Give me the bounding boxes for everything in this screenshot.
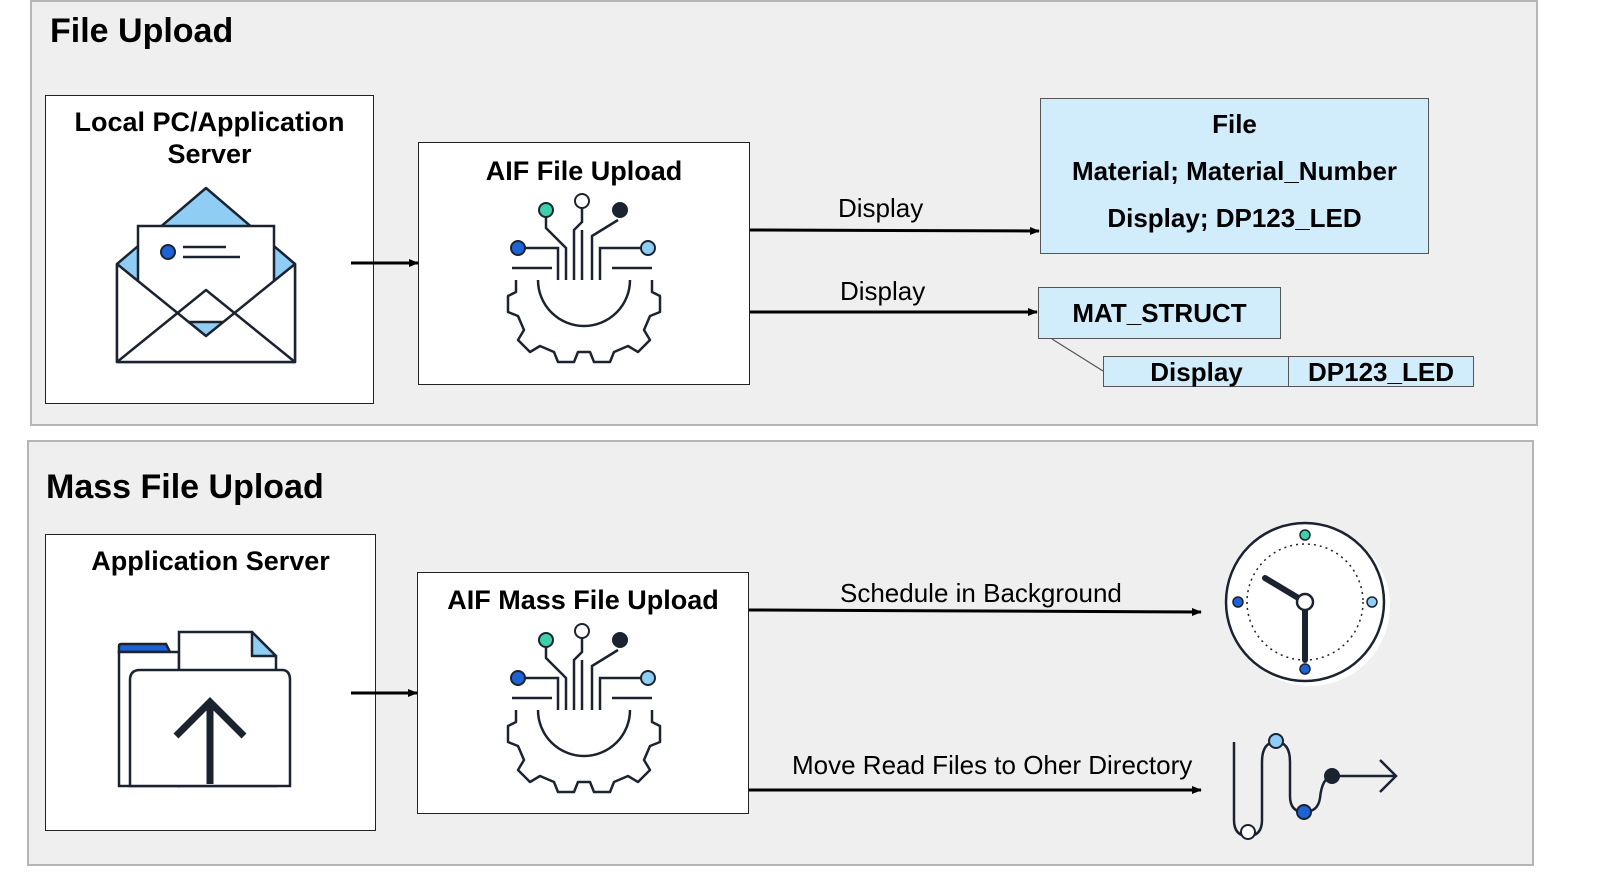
gear-circuit-icon	[506, 622, 662, 794]
arrow-aif-to-file	[749, 226, 1040, 235]
file-box-title: File	[1212, 109, 1257, 139]
envelope-icon	[115, 186, 297, 364]
aif-mass-file-upload-title: AIF Mass File Upload	[447, 585, 719, 615]
flow-label-display-2: Display	[840, 276, 926, 306]
flow-label-schedule: Schedule in Background	[840, 578, 1122, 608]
application-server-title: Application Server	[91, 546, 330, 576]
struct-field-name-cell: Display	[1103, 356, 1290, 387]
aif-file-upload-title: AIF File Upload	[485, 156, 683, 186]
local-pc-server-title-line2: Server	[167, 139, 252, 169]
struct-field-value-cell: DP123_LED	[1288, 356, 1474, 387]
local-pc-server-title: Local PC/Application Server	[46, 106, 373, 170]
clock-icon	[1224, 521, 1390, 686]
file-box-line2: Display; DP123_LED	[1107, 203, 1362, 233]
file-box-line1: Material; Material_Number	[1071, 156, 1398, 186]
flow-label-move-files: Move Read Files to Oher Directory	[792, 750, 1193, 780]
arrow-aif-to-schedule	[748, 607, 1202, 616]
mat-struct-title: MAT_STRUCT	[1072, 298, 1247, 328]
struct-field-value: DP123_LED	[1308, 357, 1454, 387]
mass-upload-title: Mass File Upload	[46, 468, 324, 506]
local-pc-server-title-line1: Local PC/Application	[74, 107, 345, 137]
gear-circuit-icon	[506, 192, 662, 364]
struct-connector-line	[1051, 338, 1104, 372]
path-arrow-icon	[1232, 733, 1398, 840]
flow-label-display-1: Display	[838, 193, 924, 223]
struct-field-name: Display	[1150, 357, 1243, 387]
file-box: File Material; Material_Number Display; …	[1040, 98, 1429, 254]
file-upload-title: File Upload	[50, 12, 234, 50]
folder-upload-icon	[117, 630, 292, 788]
mat-struct-box: MAT_STRUCT	[1038, 287, 1281, 339]
